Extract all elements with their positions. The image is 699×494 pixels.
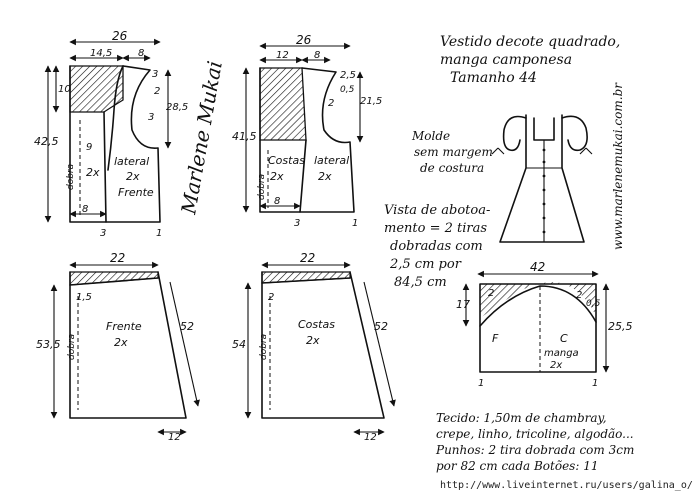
- svg-text:mento = 2 tiras: mento = 2 tiras: [384, 221, 487, 236]
- svg-text:C: C: [560, 332, 568, 345]
- svg-text:3: 3: [148, 112, 154, 123]
- fabric-note: Tecido: 1,50m de chambray, crepe, linho,…: [435, 411, 634, 473]
- svg-text:3: 3: [294, 218, 300, 229]
- svg-text:2,5 cm por: 2,5 cm por: [389, 257, 462, 272]
- svg-text:12: 12: [168, 432, 181, 443]
- bodice-back-piece: 26 12 8 41,5 21,5 2,5 0,5 2 dobra Costas…: [232, 33, 382, 229]
- svg-text:14,5: 14,5: [90, 48, 112, 59]
- svg-text:Vista de abotoa-: Vista de abotoa-: [384, 203, 490, 218]
- svg-text:dobra: dobra: [257, 174, 267, 200]
- svg-text:Tamanho 44: Tamanho 44: [450, 70, 537, 86]
- svg-text:1: 1: [156, 228, 162, 239]
- svg-text:42: 42: [530, 260, 545, 274]
- svg-text:10: 10: [58, 84, 71, 95]
- svg-text:manga camponesa: manga camponesa: [440, 52, 572, 68]
- svg-text:53,5: 53,5: [36, 338, 61, 351]
- signature: Marlene Mukai: [176, 59, 227, 217]
- svg-text:2: 2: [268, 292, 274, 303]
- svg-text:sem margem: sem margem: [414, 145, 493, 159]
- svg-text:lateral: lateral: [314, 154, 349, 167]
- svg-text:1: 1: [352, 218, 358, 229]
- skirt-back-piece: 22 54 2 52 12 dobra Costas 2x: [232, 251, 396, 443]
- svg-text:2x: 2x: [86, 166, 100, 179]
- svg-text:12: 12: [364, 432, 377, 443]
- svg-text:2: 2: [328, 98, 334, 109]
- svg-text:22: 22: [110, 251, 125, 265]
- svg-text:8: 8: [274, 196, 280, 207]
- svg-text:21,5: 21,5: [360, 96, 382, 107]
- svg-text:9: 9: [86, 142, 92, 153]
- svg-text:22: 22: [300, 251, 315, 265]
- svg-text:dobradas com: dobradas com: [390, 239, 483, 254]
- svg-text:12: 12: [276, 50, 289, 61]
- svg-text:dobra: dobra: [66, 164, 76, 190]
- svg-text:2x: 2x: [126, 170, 140, 183]
- svg-text:2: 2: [488, 288, 494, 299]
- svg-text:Frente: Frente: [118, 186, 154, 199]
- svg-text:2x: 2x: [270, 170, 284, 183]
- side-url: www.marlenemukai.com.br: [611, 82, 625, 250]
- svg-text:Costas: Costas: [268, 154, 305, 167]
- svg-text:8: 8: [138, 48, 144, 59]
- svg-text:42,5: 42,5: [34, 135, 59, 148]
- svg-text:8: 8: [82, 204, 88, 215]
- molde-note: Molde sem margem de costura: [411, 129, 493, 175]
- svg-text:54: 54: [232, 338, 246, 351]
- svg-text:0,5: 0,5: [340, 85, 355, 95]
- svg-text:F: F: [492, 332, 499, 345]
- svg-text:2x: 2x: [550, 360, 562, 371]
- svg-text:52: 52: [180, 320, 194, 333]
- sleeve-piece: 42 17 25,5 2 2 0,5 F C manga 2x 1 1: [456, 260, 633, 389]
- svg-text:17: 17: [456, 298, 470, 311]
- svg-text:26: 26: [296, 33, 312, 47]
- front-width-label: 26: [112, 29, 128, 43]
- svg-text:Molde: Molde: [411, 129, 450, 143]
- svg-text:2x: 2x: [306, 334, 320, 347]
- svg-text:por 82 cm cada Botões: 11: por 82 cm cada Botões: 11: [436, 459, 598, 473]
- dress-illustration: [491, 114, 593, 243]
- svg-text:52: 52: [374, 320, 388, 333]
- svg-text:Punhos: 2 tira dobrada com 3cm: Punhos: 2 tira dobrada com 3cm: [435, 443, 634, 457]
- svg-text:28,5: 28,5: [166, 102, 188, 113]
- svg-text:dobra: dobra: [259, 334, 269, 360]
- svg-text:8: 8: [314, 50, 320, 61]
- svg-text:2: 2: [576, 290, 582, 301]
- svg-text:lateral: lateral: [114, 155, 149, 168]
- svg-text:1: 1: [478, 378, 484, 389]
- vista-note: Vista de abotoa- mento = 2 tiras dobrada…: [384, 203, 490, 290]
- svg-text:de costura: de costura: [420, 161, 484, 175]
- svg-text:2x: 2x: [318, 170, 332, 183]
- svg-text:3: 3: [100, 228, 106, 239]
- footer-url: http://www.liveinternet.ru/users/galina_…: [440, 480, 693, 491]
- svg-text:25,5: 25,5: [608, 320, 633, 333]
- svg-text:1,5: 1,5: [76, 292, 92, 303]
- svg-text:Frente: Frente: [106, 320, 142, 333]
- svg-text:41,5: 41,5: [232, 130, 257, 143]
- svg-text:2x: 2x: [114, 336, 128, 349]
- svg-text:2: 2: [154, 86, 160, 97]
- skirt-front-piece: 22 53,5 1,5 52 12 dobra Frente 2x: [36, 251, 200, 443]
- svg-text:3: 3: [152, 69, 158, 80]
- svg-text:Tecido: 1,50m de chambray,: Tecido: 1,50m de chambray,: [436, 411, 607, 425]
- svg-text:dobra: dobra: [67, 334, 77, 360]
- svg-text:0,5: 0,5: [586, 299, 601, 309]
- svg-text:manga: manga: [544, 348, 579, 359]
- svg-text:1: 1: [592, 378, 598, 389]
- title-note: Vestido decote quadrado, manga camponesa…: [440, 34, 620, 86]
- bodice-front-piece: 26 14,5 8 42,5 10 28,5 3 2 3 9 dobra 2x …: [34, 29, 188, 239]
- svg-text:2,5: 2,5: [340, 70, 356, 81]
- svg-text:Vestido decote quadrado,: Vestido decote quadrado,: [440, 34, 620, 50]
- svg-text:crepe, linho, tricoline, algod: crepe, linho, tricoline, algodão...: [436, 427, 634, 441]
- svg-text:84,5 cm: 84,5 cm: [394, 275, 447, 290]
- svg-text:Costas: Costas: [298, 318, 335, 331]
